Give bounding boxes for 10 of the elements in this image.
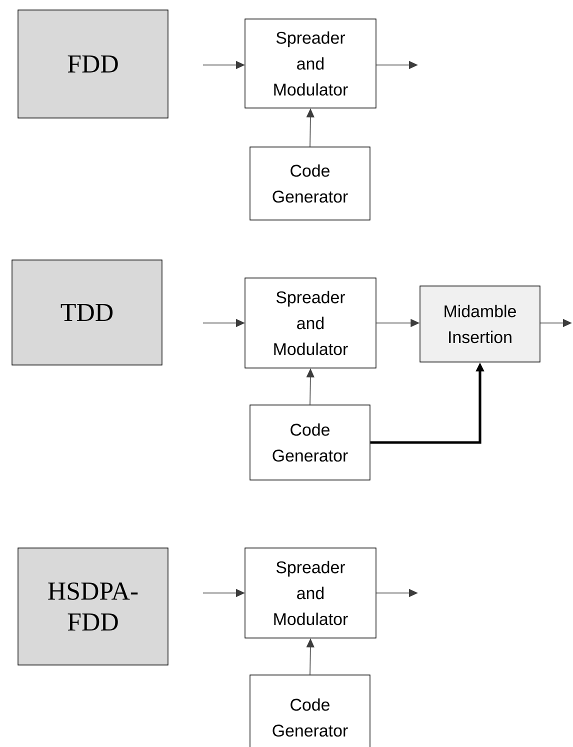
process-box: Spreader and Modulator (244, 548, 376, 638)
process-box: Spreader and Modulator (244, 18, 376, 108)
process-box: Spreader and Modulator (244, 278, 376, 368)
process-box: Code Generator (250, 674, 370, 747)
mode-box: HSDPA- FDD (18, 548, 168, 666)
process-box: Code Generator (250, 146, 370, 220)
process-box: Midamble Insertion (420, 286, 540, 362)
mode-box: FDD (18, 10, 168, 118)
mode-box: TDD (12, 260, 162, 366)
process-box: Code Generator (250, 404, 370, 480)
